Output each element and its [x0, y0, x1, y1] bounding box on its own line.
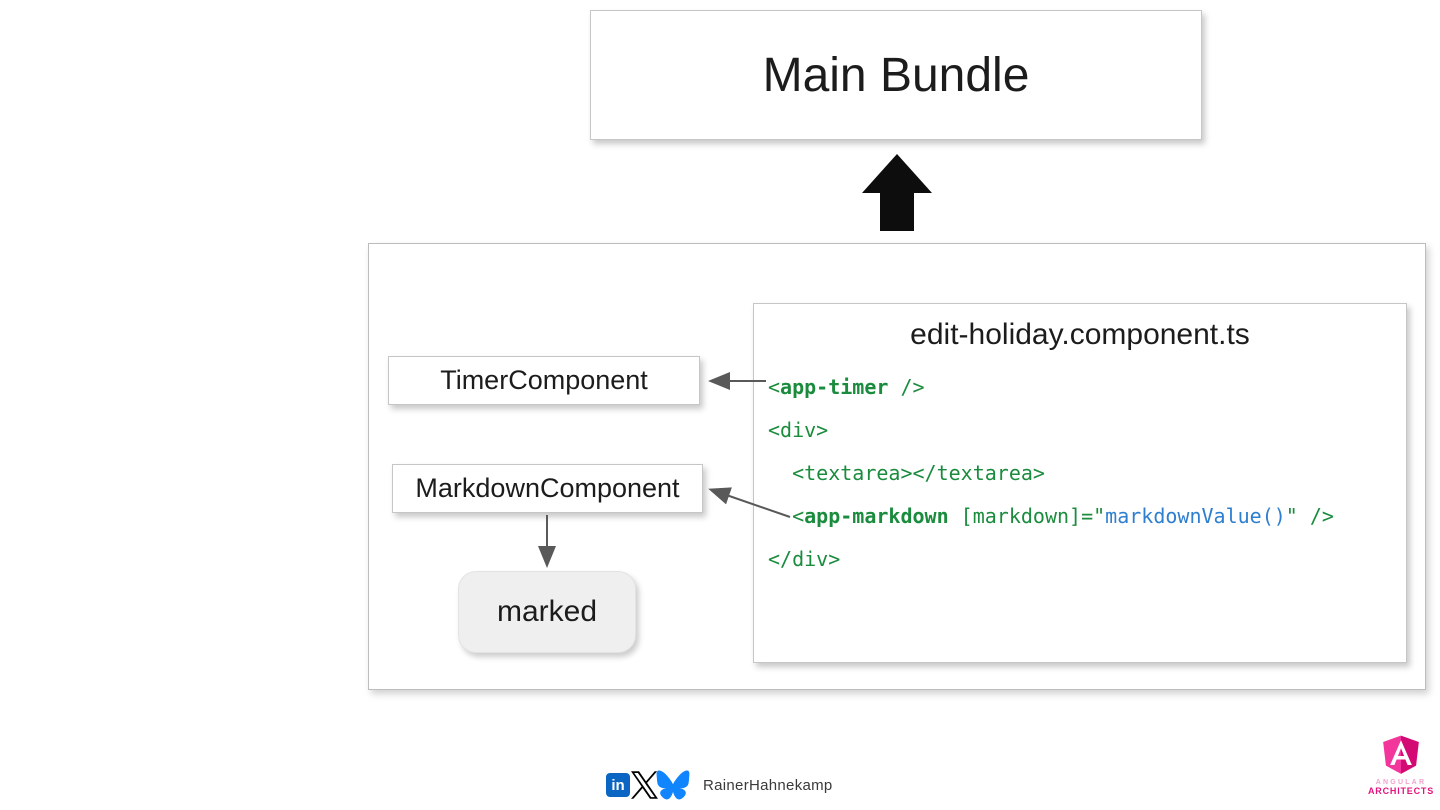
code-token: markdownValue() — [1105, 504, 1286, 528]
main-bundle-label: Main Bundle — [762, 48, 1030, 102]
main-bundle-box: Main Bundle — [590, 10, 1202, 140]
code-token: < — [768, 375, 781, 399]
code-line: <app-timer /> — [768, 366, 1334, 409]
up-arrow-icon — [862, 154, 932, 231]
linkedin-icon-text: in — [611, 776, 625, 794]
logo-text-angular: ANGULAR — [1375, 779, 1427, 786]
markdown-component-label: MarkdownComponent — [415, 473, 680, 503]
bluesky-icon — [656, 770, 690, 800]
footer-social-row: in RainerHahnekamp — [606, 768, 833, 802]
code-line: <app-markdown [markdown]="markdownValue(… — [768, 495, 1334, 538]
code-token: app-timer — [780, 375, 889, 399]
code-file-title: edit-holiday.component.ts — [910, 318, 1250, 351]
code-line: <textarea></textarea> — [768, 452, 1334, 495]
marked-library-label: marked — [496, 595, 598, 628]
code-token: <div> — [768, 418, 829, 442]
code-token: [markdown]=" — [948, 504, 1106, 528]
logo-text-architects: ARCHITECTS — [1368, 786, 1434, 796]
footer-handle: RainerHahnekamp — [703, 776, 833, 794]
linkedin-icon: in — [606, 773, 630, 797]
timer-component-label: TimerComponent — [440, 365, 648, 395]
x-icon — [631, 771, 658, 799]
code-token: </div> — [768, 547, 841, 571]
markdown-component-box: MarkdownComponent — [392, 464, 703, 513]
marked-library-box: marked — [458, 571, 636, 653]
code-line: </div> — [768, 538, 1334, 581]
code-token: /> — [888, 375, 925, 399]
code-file-panel — [753, 303, 1407, 663]
code-token: <textarea></textarea> — [768, 461, 1045, 485]
angular-shield-icon — [1383, 735, 1419, 774]
code-token: " /> — [1285, 504, 1334, 528]
code-token: app-markdown — [804, 504, 949, 528]
timer-component-box: TimerComponent — [388, 356, 700, 405]
code-token: < — [768, 504, 805, 528]
code-line: <div> — [768, 409, 1334, 452]
code-block: <app-timer /><div> <textarea></textarea>… — [768, 366, 1334, 581]
angular-architects-logo: ANGULAR ARCHITECTS — [1362, 731, 1440, 796]
